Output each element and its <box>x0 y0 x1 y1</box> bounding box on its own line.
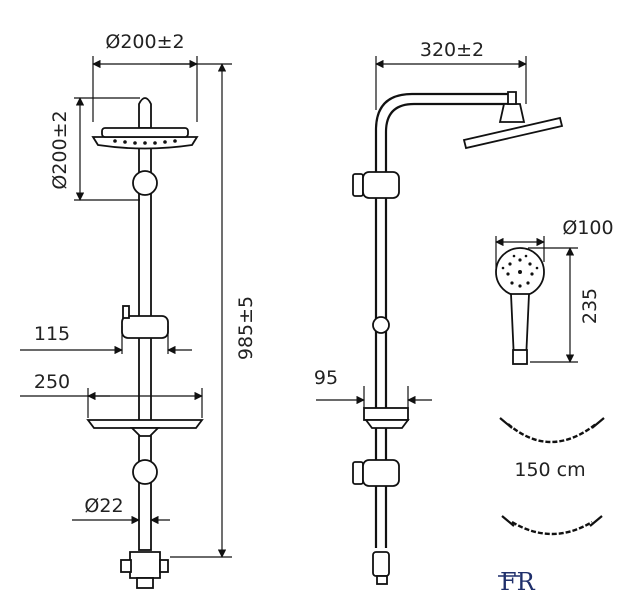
dim-head-diameter-top: Ø200±2 <box>105 31 184 53</box>
hose-length-label: 150 cm <box>514 459 585 481</box>
dim-holder-width: 115 <box>34 323 70 345</box>
front-holder-knob <box>122 305 130 319</box>
brand-logo: FR <box>500 568 536 596</box>
dim-shelf-width: 250 <box>34 371 70 393</box>
side-lower-holder-knob <box>352 461 364 485</box>
dim-pipe-diameter: Ø22 <box>84 495 123 517</box>
dim-total-height: 985±5 <box>235 296 257 360</box>
front-valve-inlet <box>120 559 132 573</box>
front-diverter-valve <box>129 551 161 579</box>
front-lower-joint <box>132 459 158 485</box>
front-valve-outlet <box>159 559 169 573</box>
front-view <box>86 97 204 589</box>
dim-hand-shower-diameter: Ø100 <box>562 217 613 239</box>
front-upper-joint <box>132 170 158 196</box>
front-shower-head-plate <box>101 127 189 138</box>
front-valve-base <box>136 577 154 589</box>
side-arm-connector <box>498 103 526 123</box>
side-lower-holder <box>362 459 400 487</box>
side-riser-inner <box>384 102 512 548</box>
side-valve-base <box>376 575 388 585</box>
front-soap-shelf <box>86 419 204 429</box>
hand-shower-connector <box>512 349 528 365</box>
side-joint-ring <box>372 316 390 334</box>
side-shower-head <box>462 116 564 150</box>
dim-head-diameter-side: Ø200±2 <box>49 110 71 189</box>
side-view <box>352 91 564 585</box>
hose-short <box>501 515 603 536</box>
hand-shower-nozzles <box>501 254 539 288</box>
side-dimensions: 320±2 95 <box>314 39 527 408</box>
side-upper-holder-knob <box>352 173 364 197</box>
dim-arm-reach: 320±2 <box>420 39 484 61</box>
front-hand-shower-holder <box>121 315 169 339</box>
hand-shower <box>495 247 545 365</box>
front-head-connector <box>138 97 152 129</box>
front-shelf-bracket <box>129 427 161 437</box>
dim-holder-depth: 95 <box>314 367 338 389</box>
front-shower-nozzles <box>113 139 177 145</box>
dim-hand-shower-length: 235 <box>579 288 601 324</box>
side-riser-outer <box>374 92 512 548</box>
side-valve <box>372 551 390 577</box>
hand-shower-dimensions: Ø100 235 <box>495 217 614 363</box>
hose-long <box>499 417 605 444</box>
side-soap-shelf <box>363 407 409 421</box>
front-dimensions: Ø200±2 Ø200±2 985±5 115 250 Ø22 <box>20 31 257 558</box>
side-upper-holder <box>362 171 400 199</box>
